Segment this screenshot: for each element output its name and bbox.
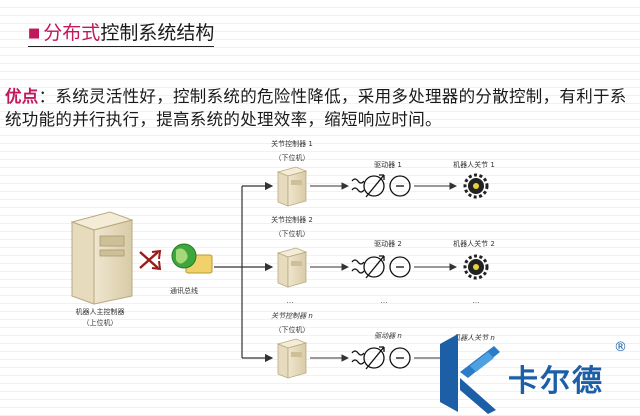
driver-symbol-icon [351,255,411,279]
title-rest: 控制系统结构 [100,22,215,44]
main-controller-computer-icon [70,211,134,305]
driver-symbol-icon [351,174,411,198]
joint-row-2: 关节控制器 2 （下位机） 驱动器 2 机器人关节 2 [271,215,495,288]
joint-controller-label: 关节控制器 2 [271,215,313,224]
joint-label: 机器人关节 n [453,334,495,342]
advantage-text: ：系统灵活性好，控制系统的危险性降低，采用多处理器的分散控制，有利于系统功能的并… [5,87,627,129]
brand-name: 卡尔德 [508,364,604,399]
joint-controller-computer-icon [276,247,308,288]
joint-controller-sublabel: （下位机） [275,229,310,238]
advantage-paragraph: 优点：系统灵活性好，控制系统的危险性降低，采用多处理器的分散控制，有利于系统功能… [5,85,635,131]
ellipsis: … [287,297,294,305]
driver-label: 驱动器 1 [374,160,402,169]
ellipsis: … [381,297,388,305]
ellipsis: … [473,297,480,305]
joint-controller-label: 关节控制器 n [271,312,313,320]
exchange-arrows-icon [139,249,162,271]
joint-controller-computer-icon [276,166,308,207]
gear-motor-icon [463,173,489,199]
network-globe-icon [171,243,213,274]
bus-label: 通讯总线 [170,286,198,295]
gear-motor-icon [463,254,489,280]
driver-label: 驱动器 n [374,332,402,340]
slide-title: ■分布式控制系统结构 [28,18,215,47]
joint-row-n: 关节控制器 n （下位机） 驱动器 n 机器人关节 n [271,312,495,379]
registered-mark: ® [614,340,627,355]
joint-controller-computer-icon [276,338,308,379]
advantage-label: 优点 [5,87,39,106]
driver-label: 驱动器 2 [374,239,402,248]
main-controller-label: 机器人主控制器 [76,307,125,316]
joint-row-1: 关节控制器 1 （下位机） 驱动器 1 机器人关节 1 [271,139,495,207]
joint-controller-label: 关节控制器 1 [271,139,313,148]
joint-controller-sublabel: （下位机） [275,325,310,334]
joint-controller-sublabel: （下位机） [275,153,310,162]
joint-label: 机器人关节 2 [453,239,495,248]
title-accent: 分布式 [43,22,101,44]
joint-label: 机器人关节 1 [453,160,495,169]
main-controller-sublabel: （上位机） [83,318,118,327]
ellipsis-row: … … … [287,297,480,305]
square-bullet-icon: ■ [28,26,41,41]
kaerde-logo-icon [440,334,500,414]
driver-symbol-icon [351,346,411,370]
